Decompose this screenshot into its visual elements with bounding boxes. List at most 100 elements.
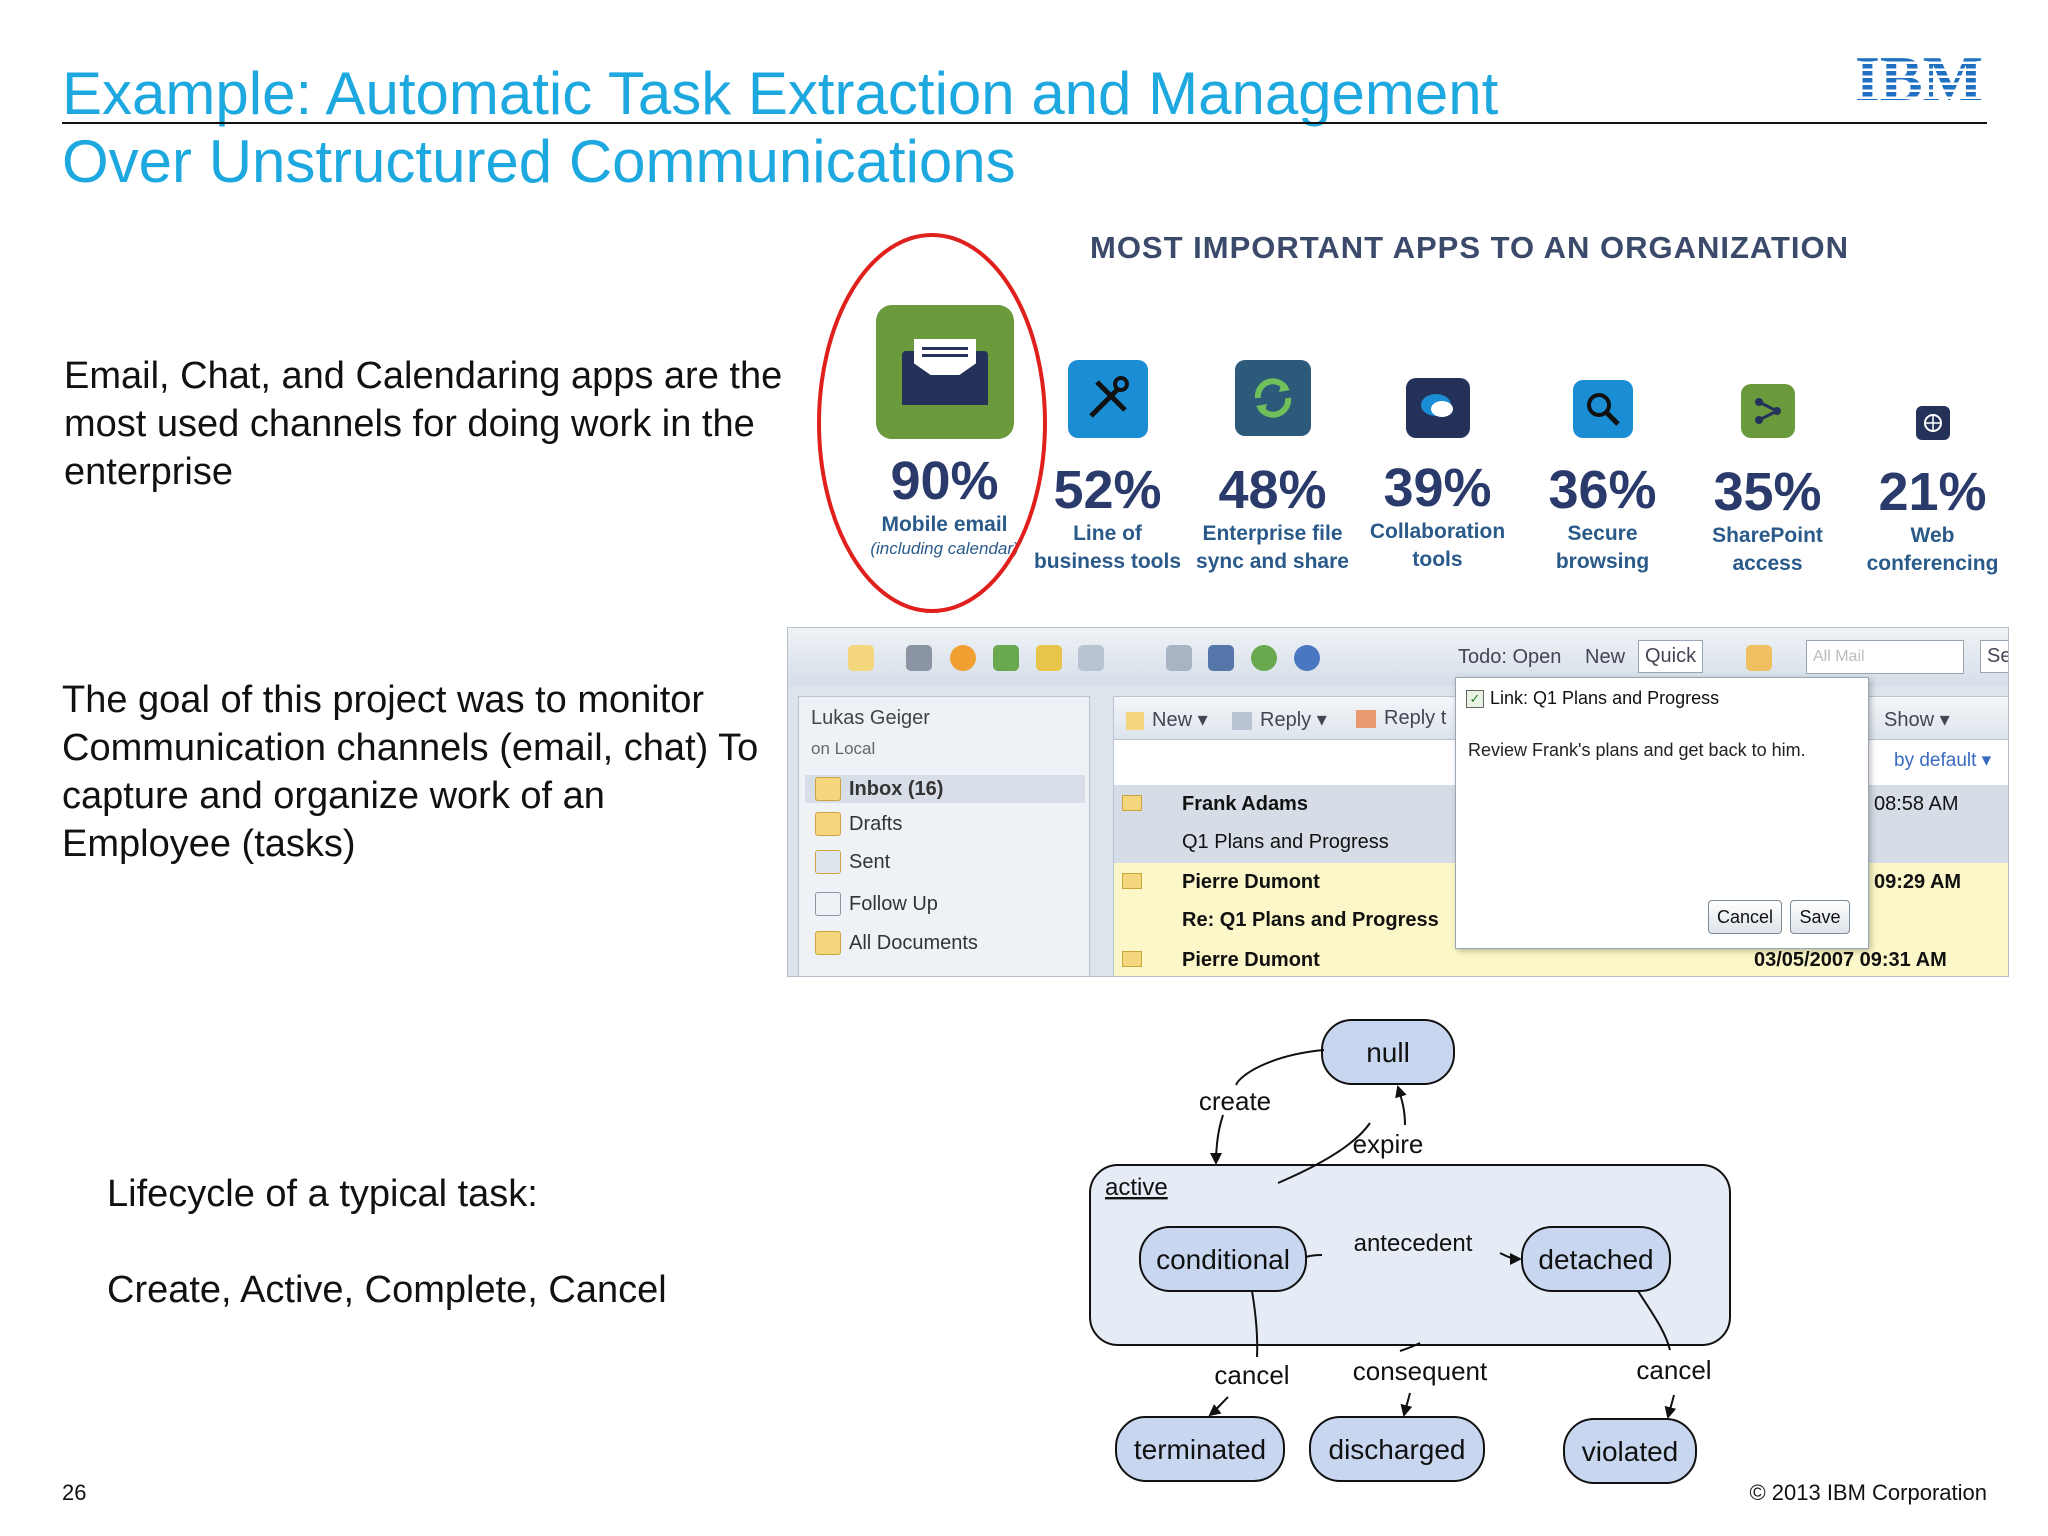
copy-icon[interactable] [1166,645,1192,671]
account-name: Lukas Geiger [811,707,930,729]
title-rule [62,122,1987,124]
task-popup: ✓ Link: Q1 Plans and Progress Review Fra… [1455,677,1869,949]
forward-icon[interactable] [1078,645,1104,671]
app-pct: 36% [1548,460,1657,520]
calendar-icon[interactable] [1746,645,1772,671]
node-terminated [1115,1416,1285,1482]
reply-all-icon [1356,709,1376,728]
folder-drafts[interactable]: Drafts [815,812,902,836]
edge-create-label: create [1199,1086,1271,1116]
quick-dropdown[interactable]: Quick [1638,640,1704,673]
node-terminated-label: terminated [1134,1434,1266,1465]
svg-text:IBM: IBM [1855,50,1983,106]
share-icon [1740,384,1795,438]
todo-label[interactable]: Todo: Open [1458,646,1562,668]
message-sender: Frank Adams [1182,793,1308,815]
node-discharged [1309,1416,1485,1482]
envelope-icon [1122,873,1142,889]
title-line-2: Over Unstructured Communications [62,128,1016,195]
edge-cancel-left-label: cancel [1214,1360,1289,1390]
edge-cancel-left [1208,1396,1229,1417]
active-group [1089,1164,1731,1346]
message-sender: Pierre Dumont [1182,871,1320,893]
help-icon[interactable] [1294,645,1320,671]
node-violated-label: violated [1582,1436,1679,1467]
task-lifecycle-diagram: active null conditional detached termina… [1089,1019,1731,1484]
list-new-button[interactable]: New ▾ [1126,707,1208,732]
app-pct: 90% [890,451,999,511]
edge-consequent-label: consequent [1353,1356,1488,1386]
mail-toolbar: Todo: Open New Quick All Mail Se [788,628,2008,686]
refresh-icon[interactable] [1251,645,1277,671]
message-time: 08:58 AM [1874,793,1959,815]
cancel-button[interactable]: Cancel [1708,900,1782,934]
node-discharged-label: discharged [1329,1434,1466,1465]
ibm-logo: IBM [1855,50,1983,106]
active-group-label: active [1105,1174,1168,1201]
node-null [1321,1019,1455,1085]
app-label: SharePoint access [1712,524,1823,575]
stop-icon[interactable] [950,645,976,671]
task-body[interactable]: Review Frank's plans and get back to him… [1468,740,1806,760]
copyright: © 2013 IBM Corporation [1749,1480,1987,1505]
edge-antecedent [1499,1252,1522,1265]
list-show-button[interactable]: Show ▾ [1884,709,1950,731]
edge-expire [1395,1085,1407,1126]
edge-cancel-right [1664,1394,1677,1419]
list-reply-button[interactable]: Reply ▾ [1232,707,1327,732]
infographic-title: MOST IMPORTANT APPS TO AN ORGANIZATION [1090,230,1850,265]
print-icon[interactable] [906,645,932,671]
flag-icon [815,892,841,916]
lifecycle-states: Create, Active, Complete, Cancel [107,1269,667,1311]
app-label: Line of business tools [1033,522,1182,573]
page-number: 26 [62,1480,87,1505]
search-input[interactable]: All Mail [1806,640,1964,674]
task-link[interactable]: ✓ Link: Q1 Plans and Progress [1466,688,1719,709]
folder-all-documents[interactable]: All Documents [815,931,978,955]
folder-inbox[interactable]: Inbox (16) [805,775,1085,803]
edge-create [1210,1114,1224,1165]
edge-expire-lower [1277,1122,1371,1184]
tag-icon[interactable] [993,645,1019,671]
folder-sent[interactable]: Sent [815,850,890,874]
move-icon[interactable] [1036,645,1062,671]
new-memo-icon [1126,711,1144,730]
edge-antecedent-label: antecedent [1354,1230,1473,1257]
message-subject: Q1 Plans and Progress [1182,831,1389,853]
edge-cancel-right-label: cancel [1636,1355,1711,1385]
edge-cancel-left-upper [1251,1290,1259,1358]
documents-icon [815,931,841,955]
envelope-icon [1122,951,1142,967]
new-doc-icon[interactable] [848,645,874,671]
goal-paragraph: The goal of this project was to monitor … [62,679,759,865]
app-label: Enterprise file sync and share [1196,522,1349,573]
node-conditional-label: conditional [1156,1244,1290,1275]
message-time: 09:29 AM [1874,871,1962,893]
app-pct: 35% [1713,462,1822,522]
save-button[interactable]: Save [1790,900,1850,934]
folder-follow-up[interactable]: Follow Up [815,892,938,916]
search-icon [1572,380,1633,438]
edge-cancel-right-upper [1637,1290,1671,1351]
node-detached [1521,1226,1671,1292]
message-sender: Pierre Dumont [1182,949,1320,971]
list-reply-all-button[interactable]: Reply t [1356,707,1446,730]
sort-dropdown[interactable]: by default ▾ [1894,750,1992,771]
app-label: Web conferencing [1866,524,1999,575]
new-label[interactable]: New [1585,646,1626,668]
tools-icon [1067,360,1148,438]
find-icon[interactable] [1208,645,1234,671]
search-button[interactable]: Se [1980,640,2008,673]
edge-expire-label: expire [1353,1129,1424,1159]
node-null-label: null [1366,1037,1410,1068]
lifecycle-heading: Lifecycle of a typical task: [107,1173,538,1215]
title-line-1: Example: Automatic Task Extraction and M… [62,60,1499,127]
sent-icon [815,850,841,874]
edge-consequent-upper [1399,1342,1421,1352]
app-label: Secure browsing [1555,522,1650,573]
checkbox-icon[interactable]: ✓ [1466,689,1484,708]
reply-icon [1232,711,1252,730]
slide-title: Example: Automatic Task Extraction and M… [62,60,1662,196]
highlight-ellipse [817,233,1047,613]
edge-antecedent-start [1305,1254,1323,1258]
